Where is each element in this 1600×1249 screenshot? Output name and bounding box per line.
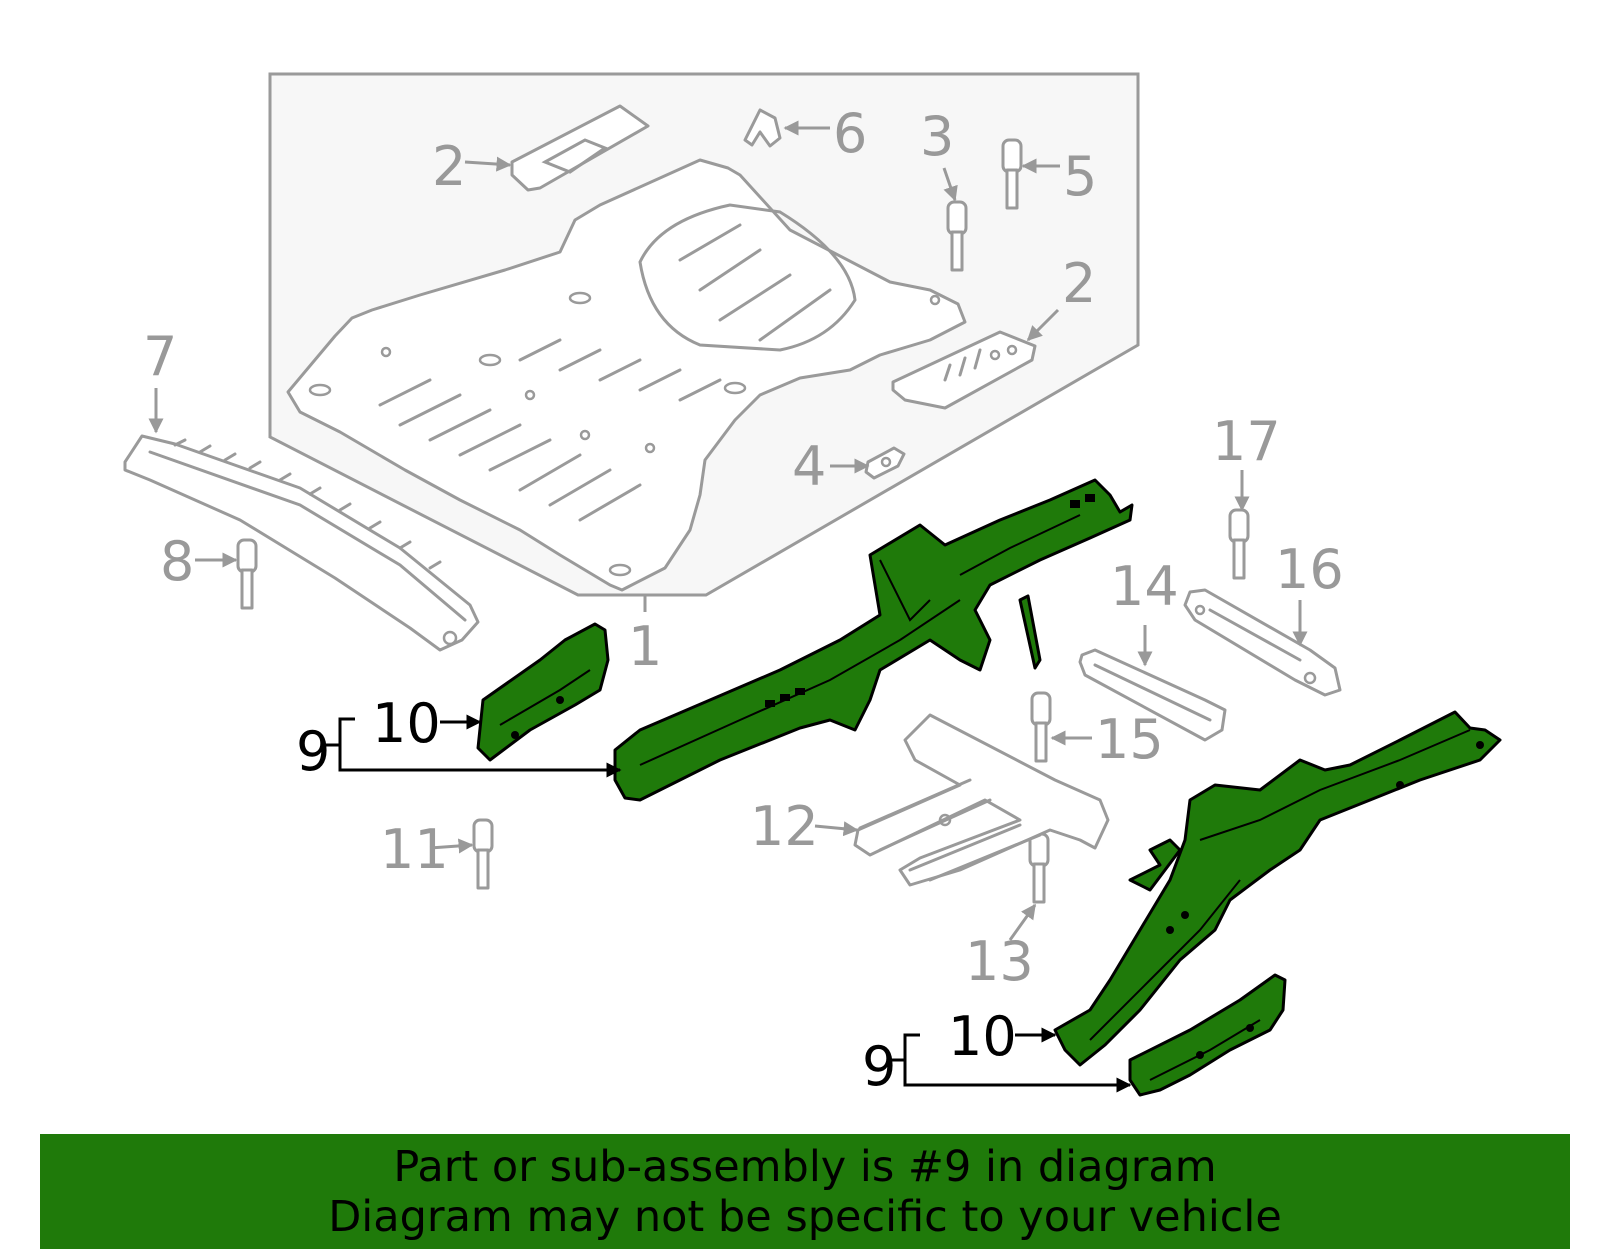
- rear-rail-right-assembly: [1053, 710, 1502, 1067]
- rail-bracket-left: [476, 622, 610, 762]
- stud-13: [1028, 832, 1050, 904]
- clip: [743, 108, 782, 148]
- stud-3: [946, 200, 968, 272]
- callout-17: 17: [1212, 410, 1281, 473]
- callout-10-right: 10: [948, 1005, 1017, 1068]
- callout-4: 4: [792, 435, 826, 498]
- callout-2-upper: 2: [432, 135, 466, 198]
- reinforcement-plate-upper: [510, 104, 650, 192]
- callout-15: 15: [1095, 708, 1164, 771]
- callout-11: 11: [380, 818, 449, 881]
- callout-7: 7: [143, 325, 177, 388]
- callout-13: 13: [965, 930, 1034, 993]
- callout-8: 8: [160, 530, 194, 593]
- banner-line-2: Diagram may not be specific to your vehi…: [328, 1191, 1282, 1242]
- callout-1: 1: [628, 615, 662, 678]
- callout-3: 3: [920, 105, 954, 168]
- stud-17: [1228, 508, 1250, 580]
- callout-10-left: 10: [372, 692, 441, 755]
- rear-rail-left-assembly: [613, 478, 1134, 802]
- stud-8: [236, 538, 258, 610]
- callout-6: 6: [833, 102, 867, 165]
- rail-bracket-right: [1128, 973, 1287, 1097]
- stud-5: [1001, 138, 1023, 210]
- banner-line-1: Part or sub-assembly is #9 in diagram: [393, 1141, 1217, 1192]
- callout-9-left: 9: [296, 720, 330, 783]
- center-crossmember: [853, 713, 1110, 887]
- callout-12: 12: [750, 795, 819, 858]
- highlight-banner: Part or sub-assembly is #9 in diagram Di…: [40, 1134, 1570, 1249]
- rail-reinforcement: [1078, 648, 1227, 742]
- rear-floor-pan: [286, 158, 967, 592]
- callout-5: 5: [1063, 145, 1097, 208]
- callout-14: 14: [1110, 555, 1179, 618]
- reinforcement-plate-right: [891, 330, 1037, 410]
- callout-9-right: 9: [862, 1035, 896, 1098]
- stud-11: [472, 818, 494, 890]
- rear-crossmember: [123, 434, 480, 652]
- callout-2-right: 2: [1062, 252, 1096, 315]
- stud-15: [1030, 691, 1052, 763]
- callout-16: 16: [1275, 538, 1344, 601]
- bracket-plate: [1183, 588, 1342, 697]
